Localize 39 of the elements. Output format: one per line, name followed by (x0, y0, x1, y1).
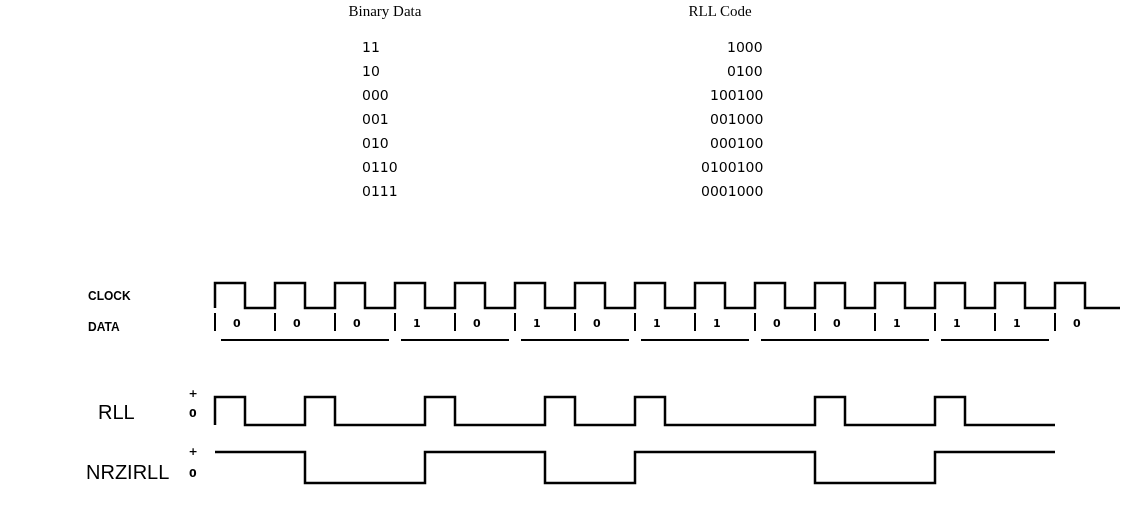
table-cell: 0100100 (701, 160, 764, 174)
column-header: RLL Code (688, 4, 752, 19)
signal-label: DATA (88, 321, 120, 333)
table-cell: 100100 (710, 88, 764, 102)
bit-value: 1 (653, 318, 661, 329)
bit-value: 0 (1073, 318, 1081, 329)
table-cell: 0001000 (701, 184, 764, 198)
bit-value: 1 (1013, 318, 1021, 329)
table-cell: 10 (362, 64, 380, 78)
table-cell: 000100 (710, 136, 764, 150)
table-cell: 0100 (727, 64, 763, 78)
bit-value: 0 (773, 318, 781, 329)
bit-value: 1 (893, 318, 901, 329)
bit-value: 1 (953, 318, 961, 329)
bit-value: 1 (713, 318, 721, 329)
table-cell: 001 (362, 112, 389, 126)
signal-label: CLOCK (88, 290, 131, 302)
bit-value: 0 (233, 318, 241, 329)
level-marker: + (188, 446, 198, 457)
signal-label: RLL (98, 402, 135, 422)
column-header: Binary Data (348, 4, 422, 19)
bit-value: 1 (413, 318, 421, 329)
table-cell: 001000 (710, 112, 764, 126)
bit-value: 0 (473, 318, 481, 329)
table-cell: 1000 (727, 40, 763, 54)
bit-value: 0 (293, 318, 301, 329)
level-marker: 0 (189, 408, 197, 419)
table-cell: 0111 (362, 184, 398, 198)
bit-value: 0 (353, 318, 361, 329)
signal-label: NRZIRLL (86, 462, 170, 482)
level-marker: 0 (189, 468, 197, 479)
level-marker: + (188, 388, 198, 399)
table-cell: 11 (362, 40, 380, 54)
table-cell: 010 (362, 136, 389, 150)
table-cell: 0110 (362, 160, 398, 174)
bit-value: 0 (593, 318, 601, 329)
bit-value: 0 (833, 318, 841, 329)
table-cell: 000 (362, 88, 389, 102)
bit-value: 1 (533, 318, 541, 329)
